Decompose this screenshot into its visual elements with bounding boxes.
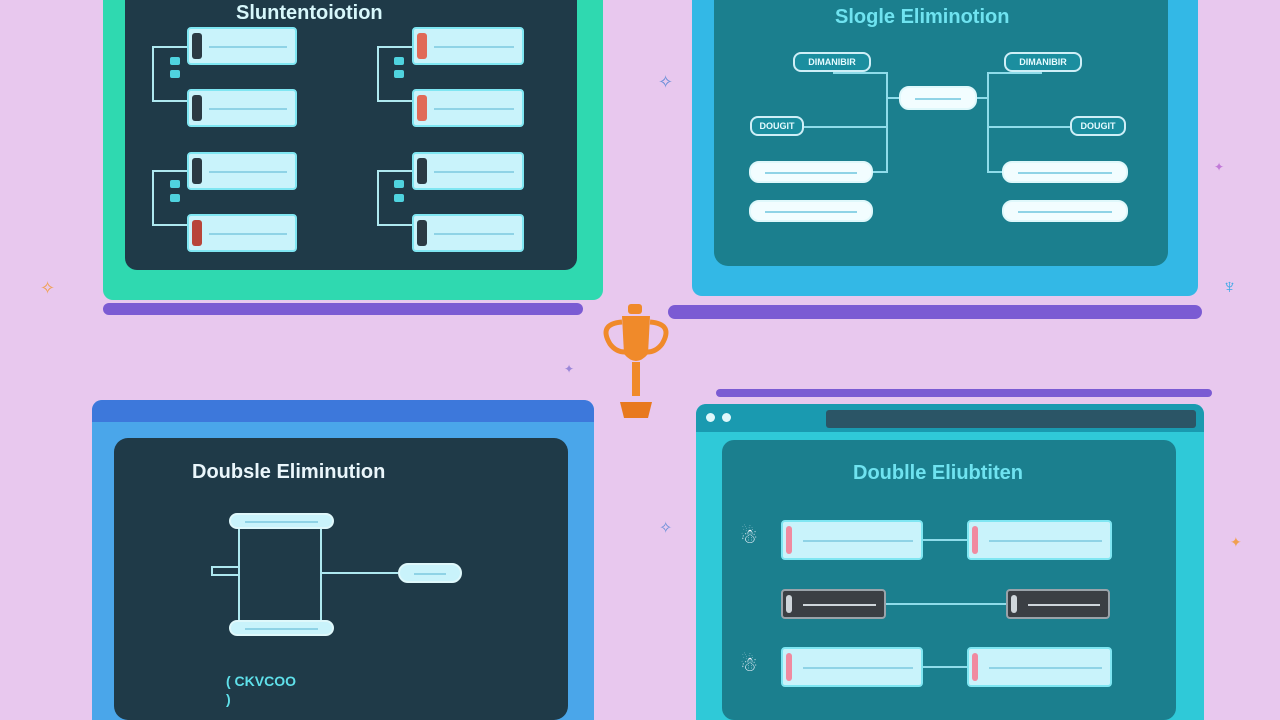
divider-line <box>716 389 1212 397</box>
match-slot[interactable] <box>187 214 297 252</box>
trophy-icon <box>592 298 680 422</box>
final-match-slot[interactable] <box>899 86 977 110</box>
match-slot[interactable] <box>967 520 1112 560</box>
panel-header-bar <box>92 400 594 422</box>
match-slot[interactable] <box>187 152 297 190</box>
sparkle-icon: ✦ <box>564 362 575 376</box>
bracket-connector <box>320 529 322 620</box>
match-slot[interactable] <box>1006 589 1110 619</box>
bracket-connector <box>886 603 1006 605</box>
bracket-connector <box>923 666 967 668</box>
bracket-panel-top-right <box>692 0 1198 296</box>
bracket-connector <box>377 46 379 102</box>
match-slot[interactable] <box>1002 161 1128 183</box>
bracket-connector <box>238 529 240 620</box>
match-slot[interactable] <box>229 620 334 636</box>
page-title-top-left: Sluntentoiotion <box>236 2 383 24</box>
bracket-connector <box>377 46 412 48</box>
panel-screen <box>114 438 568 720</box>
bracket-label: DIMANIBIR <box>1004 52 1082 72</box>
player-icon: ☃ <box>740 526 758 548</box>
page-title-bottom-left: Doubsle Eliminution <box>192 461 386 483</box>
match-slot[interactable] <box>229 513 334 529</box>
seed-dot <box>170 70 180 78</box>
match-slot[interactable] <box>187 89 297 127</box>
match-slot[interactable] <box>412 27 524 65</box>
seed-dot <box>170 194 180 202</box>
match-slot[interactable] <box>412 152 524 190</box>
match-slot[interactable] <box>749 161 873 183</box>
match-slot[interactable] <box>1002 200 1128 222</box>
bracket-connector <box>152 170 187 172</box>
sparkle-icon: ✧ <box>40 278 56 298</box>
laptop-base-top-right <box>668 305 1202 319</box>
bracket-connector <box>873 171 888 173</box>
match-slot[interactable] <box>398 563 462 583</box>
bracket-connector <box>987 72 1042 74</box>
bracket-connector <box>152 224 187 226</box>
bracket-connector <box>804 126 888 128</box>
bracket-connector <box>211 566 239 576</box>
match-slot[interactable] <box>781 647 923 687</box>
bracket-label: DOUGIT <box>750 116 804 136</box>
match-slot[interactable] <box>187 27 297 65</box>
bracket-connector <box>886 97 899 99</box>
bracket-connector <box>886 72 888 172</box>
match-slot[interactable] <box>412 214 524 252</box>
seed-dot <box>394 180 404 188</box>
footer-button[interactable]: ( CKVCOO ) <box>226 673 298 707</box>
bracket-connector <box>152 100 187 102</box>
seed-dot <box>394 57 404 65</box>
match-slot[interactable] <box>749 200 873 222</box>
bracket-panel-bottom-left <box>92 400 594 720</box>
bracket-panel-top-left <box>103 0 603 300</box>
bracket-label: DIMANIBIR <box>793 52 871 72</box>
bracket-connector <box>377 170 412 172</box>
match-slot[interactable] <box>967 647 1112 687</box>
seed-dot <box>394 194 404 202</box>
sparkle-icon: ♆ <box>1222 276 1237 298</box>
bracket-connector <box>987 72 989 172</box>
match-slot[interactable] <box>781 589 886 619</box>
bracket-connector <box>377 100 412 102</box>
bracket-connector <box>152 170 154 226</box>
page-title-top-right: Slogle Eliminotion <box>835 6 1010 28</box>
match-slot[interactable] <box>412 89 524 127</box>
bracket-connector <box>152 46 187 48</box>
sparkle-icon: ✦ <box>1230 534 1242 550</box>
laptop-base-top-left <box>103 303 583 315</box>
bracket-connector <box>377 170 379 226</box>
player-icon: ☃ <box>740 654 758 676</box>
address-bar[interactable] <box>826 410 1196 428</box>
bracket-connector <box>377 224 412 226</box>
bracket-connector <box>987 126 1070 128</box>
sparkle-icon: ✧ <box>659 520 673 537</box>
seed-dot <box>170 180 180 188</box>
window-dot-icon[interactable] <box>706 413 715 422</box>
match-slot[interactable] <box>781 520 923 560</box>
bracket-panel-bottom-right <box>696 404 1204 720</box>
seed-dot <box>394 70 404 78</box>
page-title-bottom-right: Doublle Eliubtiten <box>853 462 1023 484</box>
sparkle-icon: ✦ <box>1214 160 1225 174</box>
bracket-connector <box>977 97 989 99</box>
sparkle-icon: ✧ <box>658 72 674 92</box>
seed-dot <box>170 57 180 65</box>
bracket-connector <box>322 572 398 574</box>
window-dot-icon[interactable] <box>722 413 731 422</box>
bracket-connector <box>152 46 154 102</box>
bracket-connector <box>987 171 1002 173</box>
footer-button-label: ( CKVCOO ) <box>226 673 296 707</box>
bracket-connector <box>923 539 967 541</box>
bracket-connector <box>833 72 888 74</box>
bracket-label: DOUGIT <box>1070 116 1126 136</box>
